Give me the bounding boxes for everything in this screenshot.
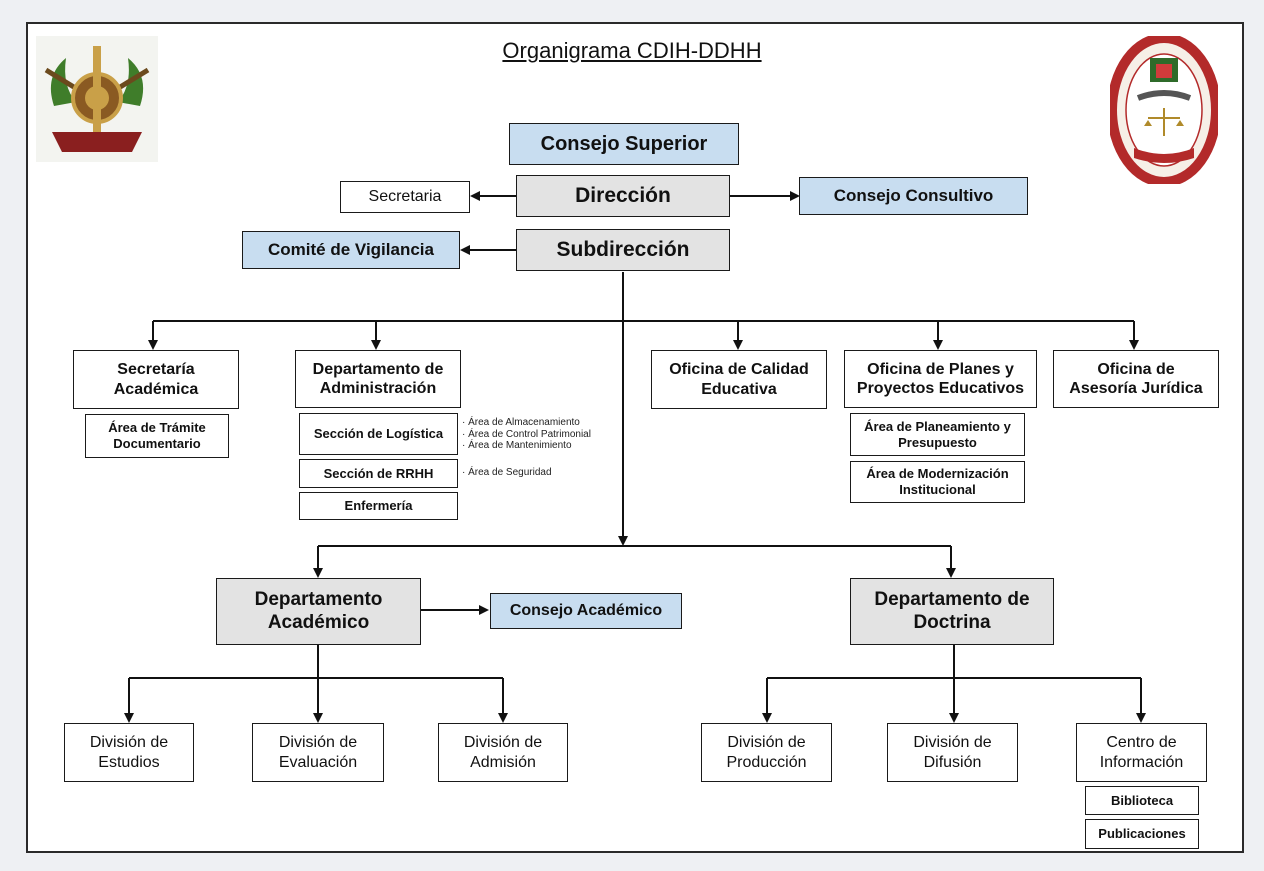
cdih-seal-icon: [1107, 33, 1221, 187]
node-seccion-rrhh: Sección de RRHH: [299, 459, 458, 488]
military-emblem-icon: [36, 36, 158, 162]
logistica-areas-note: · Área de Almacenamiento · Área de Contr…: [462, 417, 591, 451]
node-centro-informacion: Centro de Información: [1076, 723, 1207, 782]
node-biblioteca: Biblioteca: [1085, 786, 1199, 815]
node-consejo-superior: Consejo Superior: [509, 123, 739, 165]
node-oficina-asesoria: Oficina de Asesoría Jurídica: [1053, 350, 1219, 408]
node-oficina-planes: Oficina de Planes y Proyectos Educativos: [844, 350, 1037, 408]
node-seccion-logistica: Sección de Logística: [299, 413, 458, 455]
node-secretaria-academica: Secretaría Académica: [73, 350, 239, 409]
node-div-admision: División de Admisión: [438, 723, 568, 782]
node-depto-academico: Departamento Académico: [216, 578, 421, 645]
node-depto-doctrina: Departamento de Doctrina: [850, 578, 1054, 645]
page-title: Organigrama CDIH-DDHH: [502, 38, 762, 63]
node-div-evaluacion: División de Evaluación: [252, 723, 384, 782]
node-depto-administracion: Departamento de Administración: [295, 350, 461, 408]
node-consejo-academico: Consejo Académico: [490, 593, 682, 629]
node-direccion: Dirección: [516, 175, 730, 217]
node-publicaciones: Publicaciones: [1085, 819, 1199, 849]
node-area-tramite: Área de Trámite Documentario: [85, 414, 229, 458]
node-consejo-consultivo: Consejo Consultivo: [799, 177, 1028, 215]
node-enfermeria: Enfermería: [299, 492, 458, 520]
node-div-produccion: División de Producción: [701, 723, 832, 782]
node-comite-vigilancia: Comité de Vigilancia: [242, 231, 460, 269]
node-area-planeamiento: Área de Planeamiento y Presupuesto: [850, 413, 1025, 456]
rrhh-areas-note: · Área de Seguridad: [462, 467, 552, 478]
node-subdireccion: Subdirección: [516, 229, 730, 271]
node-area-modernizacion: Área de Modernización Institucional: [850, 461, 1025, 503]
node-oficina-calidad: Oficina de Calidad Educativa: [651, 350, 827, 409]
node-secretaria: Secretaria: [340, 181, 470, 213]
node-div-difusion: División de Difusión: [887, 723, 1018, 782]
node-div-estudios: División de Estudios: [64, 723, 194, 782]
